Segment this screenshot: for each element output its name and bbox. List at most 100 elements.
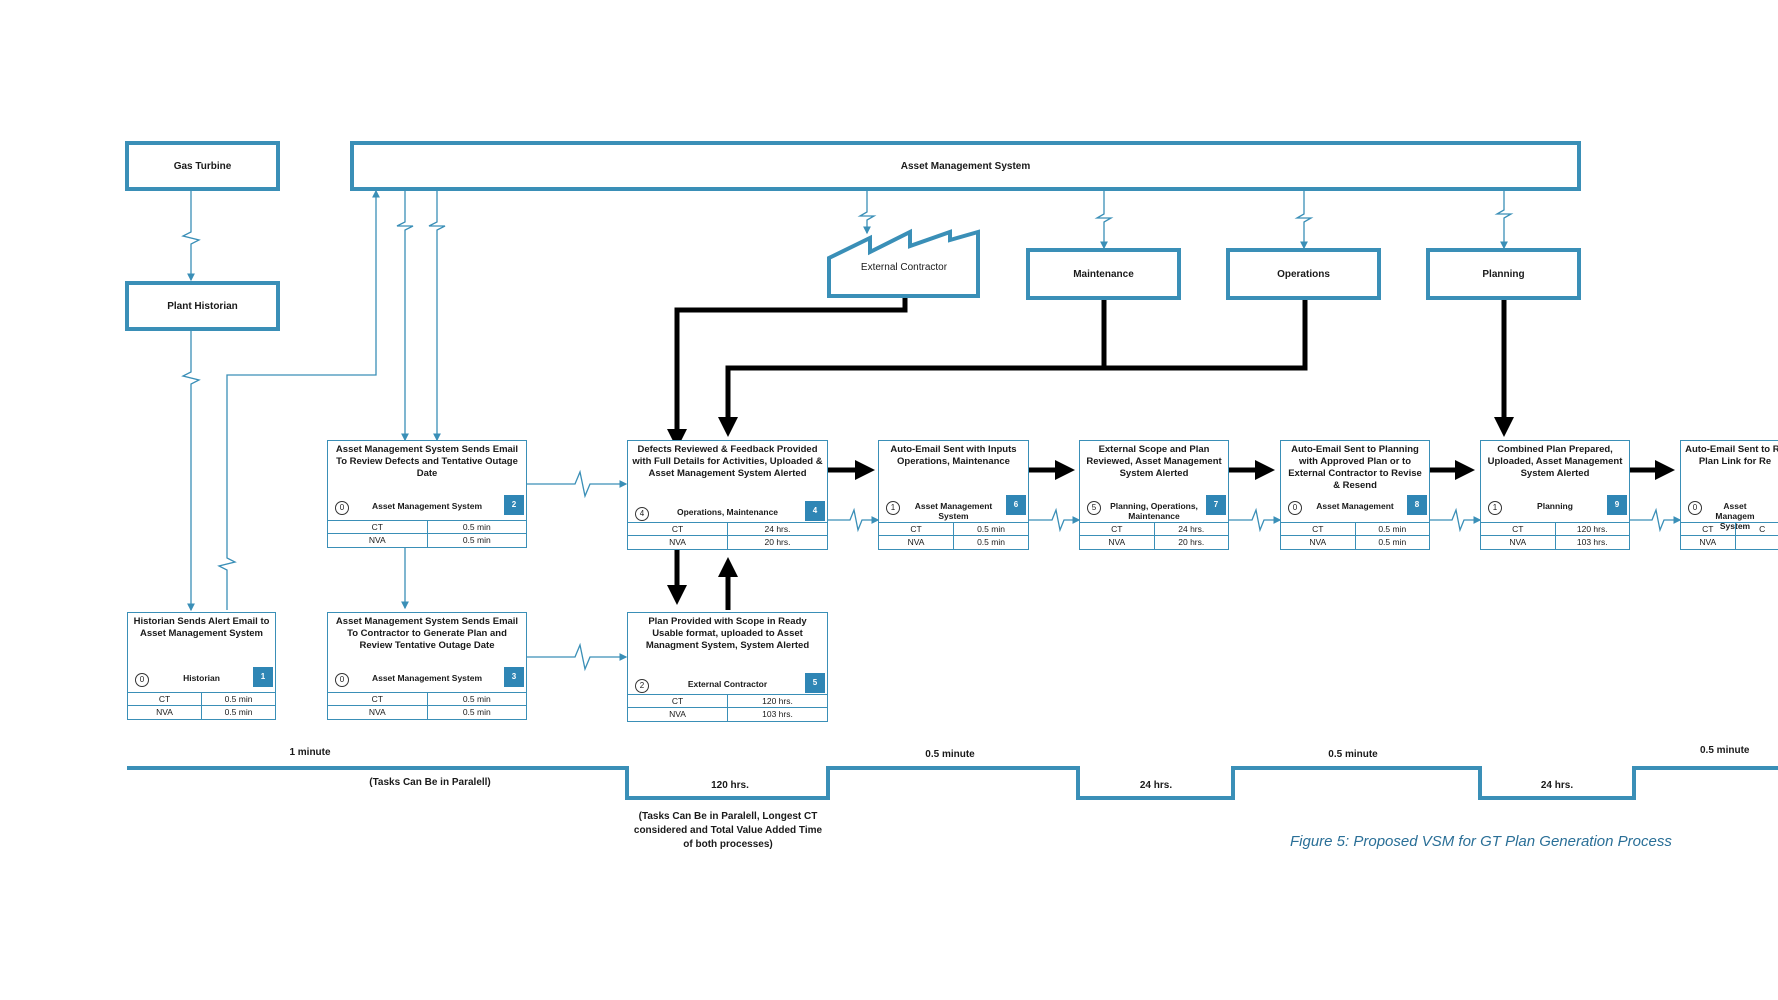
info-flow-p3-p5	[527, 642, 628, 672]
info-flow-ams-ext	[857, 191, 877, 235]
operator-icon: 5	[1087, 501, 1101, 515]
process-box-4: Defects Reviewed & Feedback Provided wit…	[627, 440, 828, 550]
entity-gas-turbine: Gas Turbine	[125, 141, 280, 191]
process-owner: Asset Management	[1316, 501, 1394, 511]
nva-label: NVA	[1281, 536, 1356, 549]
process-owner: Asset Management System	[371, 673, 483, 683]
ct-value: 120 hrs.	[1576, 524, 1608, 534]
operator-icon: 0	[335, 673, 349, 687]
entity-label: Planning	[1482, 268, 1525, 280]
ct-value: 0.5 min	[1378, 524, 1407, 534]
nva-label: NVA	[628, 708, 728, 721]
process-box-1: Historian Sends Alert Email to Asset Man…	[127, 612, 276, 720]
operator-icon: 0	[335, 501, 349, 515]
ct-value: C	[1759, 524, 1766, 534]
nva-value: 0.5 min	[1378, 537, 1407, 547]
ct-value: 0.5 min	[977, 524, 1005, 534]
entity-plant-historian: Plant Historian	[125, 281, 280, 331]
info-flow-ams-ops	[1294, 191, 1314, 250]
process-box-6: Auto-Email Sent with Inputs Operations, …	[878, 440, 1029, 550]
ct-label: CT	[1281, 523, 1356, 535]
process-owner: Asset Management System	[914, 501, 993, 521]
operator-icon: 1	[1488, 501, 1502, 515]
process-number-badge: 1	[253, 667, 273, 687]
info-flow-p4-p6	[828, 507, 880, 533]
process-box-9: Combined Plan Prepared, Uploaded, Asset …	[1480, 440, 1630, 550]
operator-icon: 4	[635, 507, 649, 521]
timeline-label-3: 0.5 minute	[925, 749, 975, 760]
entity-label: Operations	[1277, 268, 1330, 280]
operator-icon: 1	[886, 501, 900, 515]
info-flow-p8-p9	[1429, 507, 1482, 533]
ct-label: CT	[1080, 523, 1155, 535]
info-flow-historian-p1	[181, 331, 201, 612]
process-box-5: Plan Provided with Scope in Ready Usable…	[627, 612, 828, 722]
process-box-3: Asset Management System Sends Email To C…	[327, 612, 527, 720]
nva-value: 20 hrs.	[764, 537, 791, 547]
entity-external-contractor: External Contractor	[860, 262, 948, 273]
nva-value: 0.5 min	[462, 535, 491, 545]
entity-label: Maintenance	[1073, 268, 1134, 280]
process-number-badge: 5	[805, 673, 825, 693]
info-flow-ams-maint	[1094, 191, 1114, 250]
nva-label: NVA	[1681, 536, 1736, 549]
info-flow-p2-p4	[527, 469, 628, 499]
nva-value: 103 hrs.	[762, 709, 793, 719]
process-number-badge: 9	[1607, 495, 1627, 515]
process-number-badge: 2	[504, 495, 524, 515]
timeline-note-2: (Tasks Can Be in Paralell, Longest CT co…	[633, 811, 823, 850]
nva-label: NVA	[628, 536, 728, 549]
process-title: Defects Reviewed & Feedback Provided wit…	[632, 444, 823, 479]
process-box-8: Auto-Email Sent to Planning with Approve…	[1280, 440, 1430, 550]
ct-value: 120 hrs.	[762, 696, 793, 706]
nva-label: NVA	[128, 706, 202, 719]
ct-label: CT	[628, 523, 728, 535]
info-flow-p6-p7	[1029, 507, 1081, 533]
process-owner: Planning, Operations, Maintenance	[1110, 501, 1198, 521]
timeline-label-7: 0.5 minute	[1700, 745, 1750, 756]
process-number-badge: 3	[504, 667, 524, 687]
info-flow-ams-p2-b	[428, 191, 446, 442]
ct-value: 0.5 min	[462, 694, 491, 704]
factory-shape	[827, 228, 980, 298]
process-title: Auto-Email Sent with Inputs Operations, …	[890, 444, 1017, 467]
operator-icon: 0	[135, 673, 149, 687]
timeline-line	[127, 766, 1778, 800]
nva-label: NVA	[1481, 536, 1556, 549]
timeline-label-2: 120 hrs.	[711, 780, 749, 791]
operator-icon: 0	[1288, 501, 1302, 515]
entity-maintenance: Maintenance	[1026, 248, 1181, 300]
process-metrics-table: CT 24 hrs. NVA 20 hrs.	[628, 522, 827, 549]
ct-value: 0.5 min	[462, 522, 491, 532]
ct-label: CT	[328, 521, 428, 533]
nva-value: 0.5 min	[462, 707, 491, 717]
process-title: Historian Sends Alert Email to Asset Man…	[133, 616, 270, 639]
nva-value	[1736, 536, 1778, 549]
process-owner: Planning	[1537, 501, 1573, 511]
process-number-badge: 7	[1206, 495, 1226, 515]
timeline-label-4: 24 hrs.	[1139, 780, 1173, 791]
info-flow-ams-plan	[1494, 191, 1514, 250]
process-owner: External Contractor	[687, 679, 768, 689]
ct-value: 24 hrs.	[764, 524, 791, 534]
info-flow-gt-historian	[181, 190, 201, 282]
info-flow-p9-p10	[1629, 507, 1682, 533]
entity-planning: Planning	[1426, 248, 1581, 300]
process-number-badge: 6	[1006, 495, 1026, 515]
ct-label: CT	[128, 693, 202, 705]
entity-label: Gas Turbine	[173, 160, 232, 172]
operator-icon: 0	[1688, 501, 1702, 515]
nva-label: NVA	[879, 536, 954, 549]
info-flow-p1-ams	[217, 189, 380, 610]
nva-value: 0.5 min	[977, 537, 1005, 547]
